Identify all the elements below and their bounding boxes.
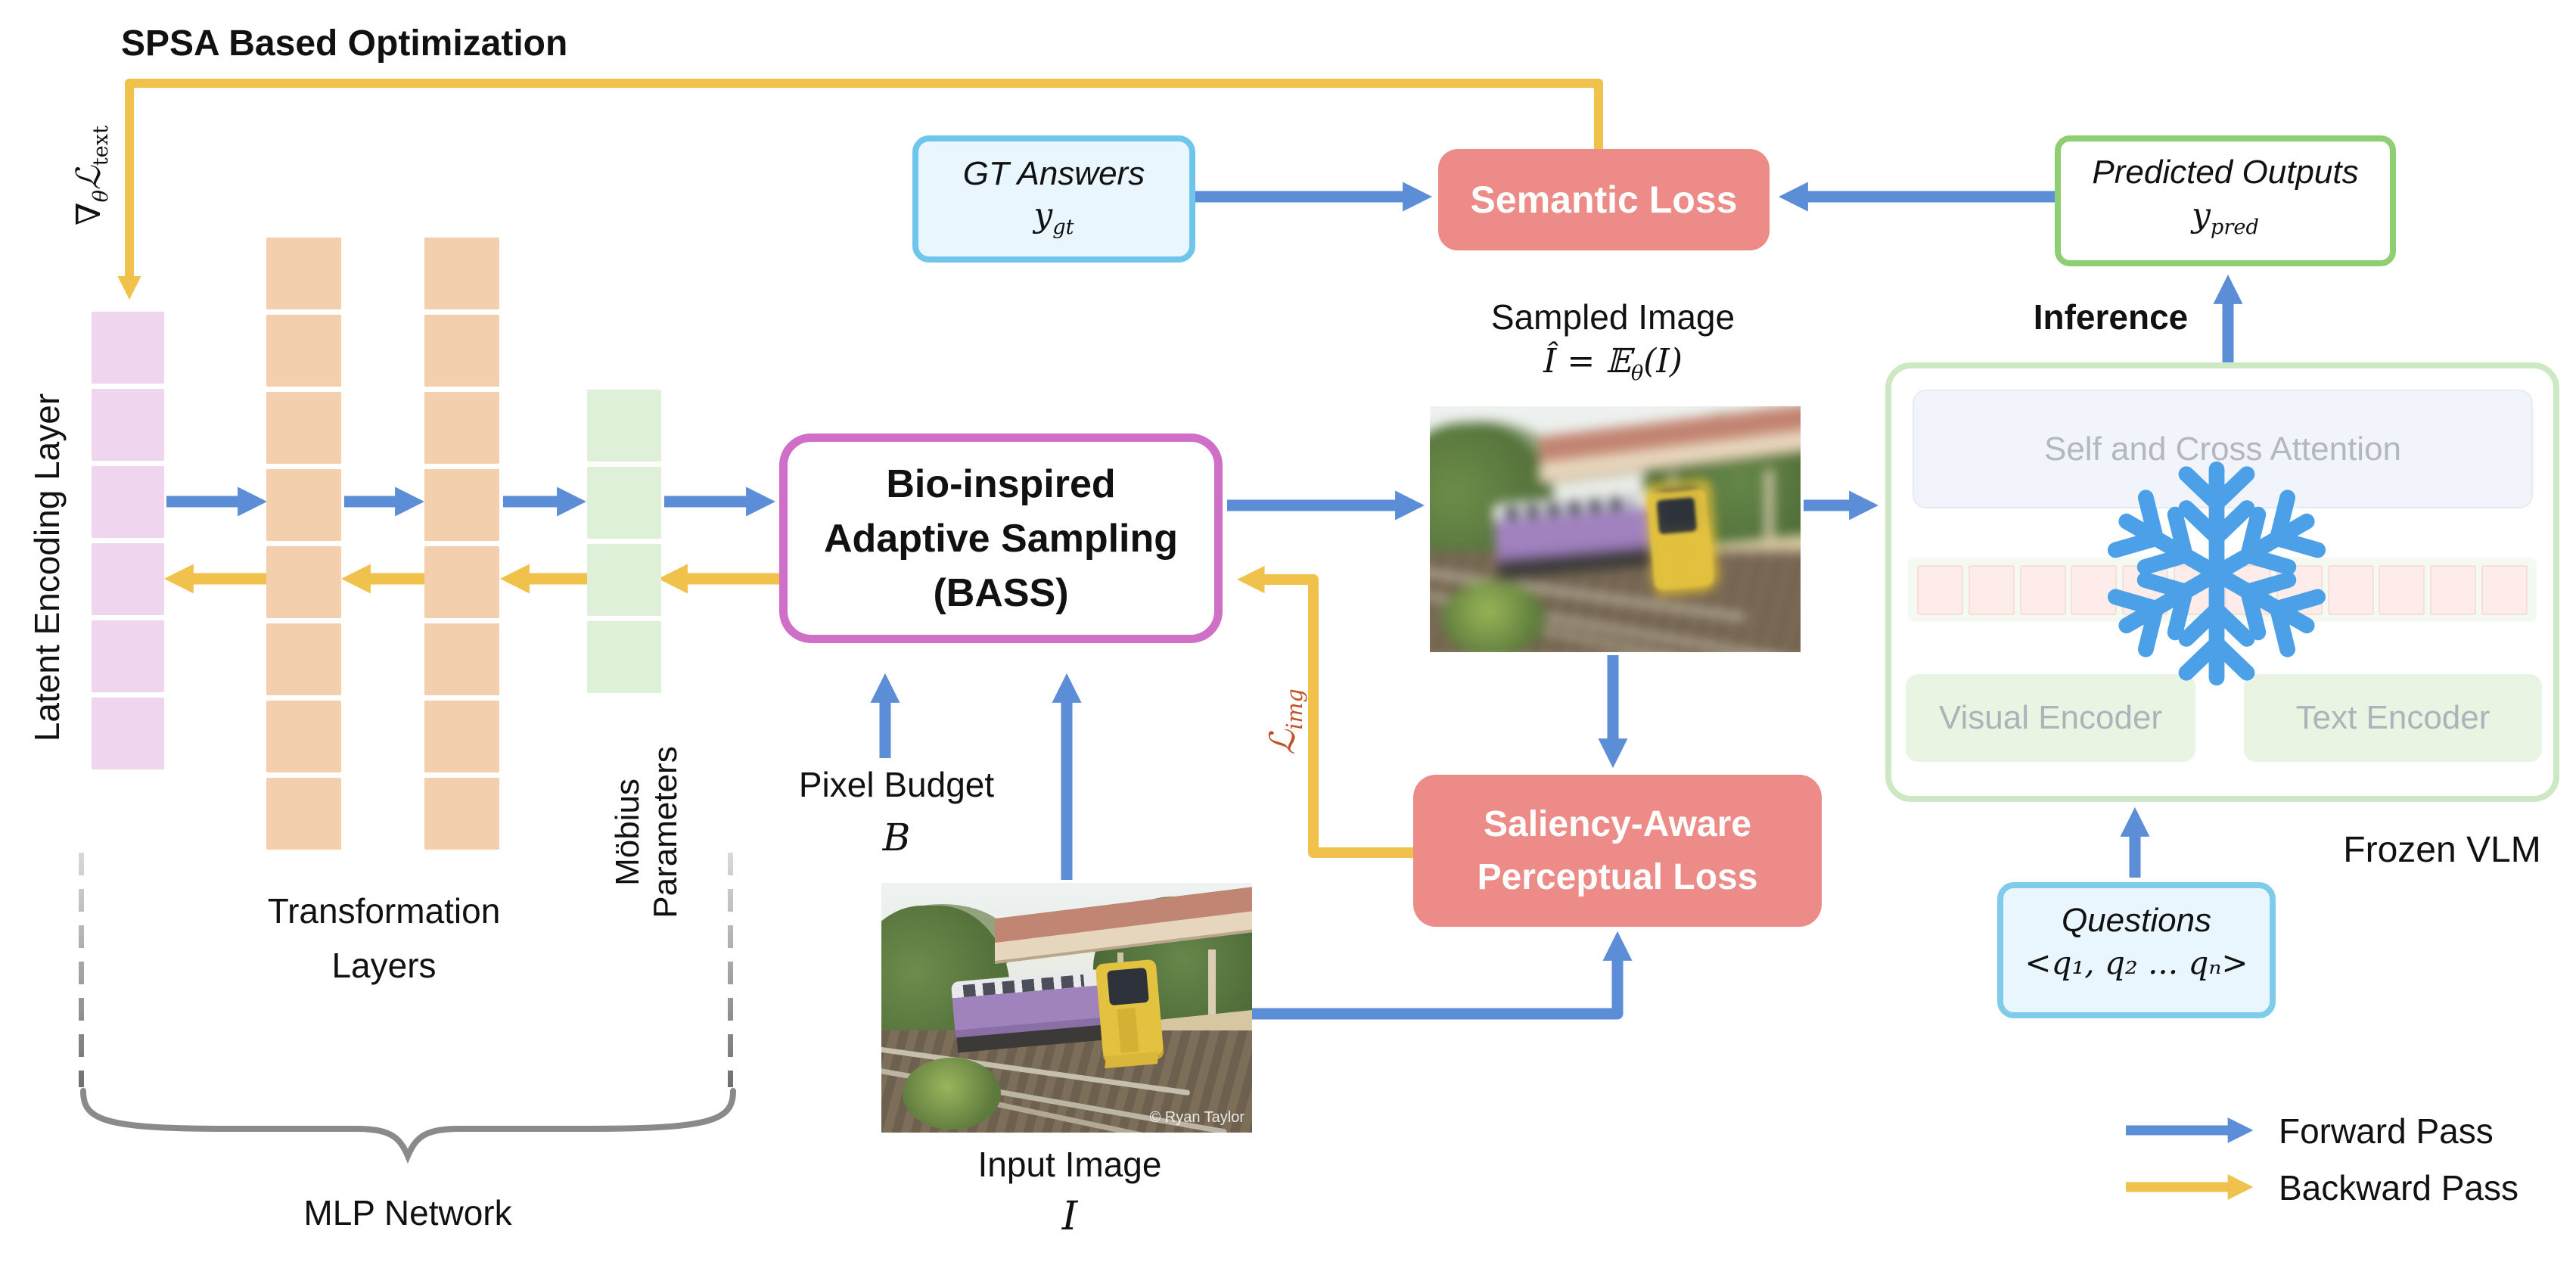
questions-label: Questions <box>2061 902 2212 939</box>
transformation-cell <box>424 701 499 772</box>
bass-line3: (BASS) <box>933 570 1069 615</box>
mobius-cell <box>587 621 661 693</box>
gradient-label: ∇θℒtext <box>70 70 113 281</box>
mlp-bracket-right-dash <box>728 853 733 1087</box>
predicted-outputs-box: Predicted Outputs ypred <box>2055 135 2396 266</box>
latent-cell <box>92 466 164 538</box>
sampled-image-photo <box>1430 406 1801 652</box>
visual-encoder-block: Visual Encoder <box>1906 674 2195 762</box>
token-square <box>2071 564 2118 615</box>
inference-label: Inference <box>2033 297 2189 337</box>
transformation-cell <box>266 238 341 309</box>
sampled-image-label: Sampled Image <box>1490 297 1735 337</box>
transformation-cell <box>424 778 499 850</box>
bass-box: Bio-inspired Adaptive Sampling (BASS) <box>779 434 1223 643</box>
pixel-budget-label: Pixel Budget <box>798 765 995 804</box>
transformation-cell <box>424 546 499 618</box>
transformation-cell <box>266 469 341 541</box>
questions-box: Questions <q₁, q₂ ... qₙ> <box>1997 882 2276 1018</box>
gt-answers-symbol: ygt <box>1033 196 1074 239</box>
forward-arrow-input-to-saliency <box>1252 931 1633 1020</box>
latent-cell <box>92 698 164 769</box>
latent-cell <box>92 620 164 692</box>
transformation-cell <box>266 546 341 618</box>
mlp-brace <box>80 1088 736 1164</box>
mobius-parameters-label: Möbius Parameters <box>609 746 684 918</box>
transformation-cell <box>424 469 499 541</box>
questions-symbol: <q₁, q₂ ... qₙ> <box>2024 944 2248 981</box>
token-square <box>2019 564 2066 615</box>
text-encoder-block: Text Encoder <box>2244 674 2542 762</box>
scene-front-door <box>1117 1008 1139 1053</box>
gt-answers-box: GT Answers ygt <box>912 135 1195 263</box>
transformation-cell <box>266 623 341 695</box>
semantic-loss-box: Semantic Loss <box>1438 149 1770 250</box>
mlp-bracket-left-dash <box>79 853 84 1087</box>
latent-cell <box>92 389 164 461</box>
scene-windshield <box>1107 967 1149 1006</box>
token-square <box>1917 564 1963 615</box>
token-square <box>2327 564 2374 615</box>
scene-pillar-1 <box>1765 469 1773 566</box>
scene-bush <box>1440 580 1546 652</box>
input-image-label: Input Image <box>977 1145 1162 1184</box>
mobius-cell <box>587 467 661 539</box>
transformation-cell <box>424 238 499 309</box>
pixel-budget-symbol: B <box>882 816 911 859</box>
photo-watermark: © Ryan Taylor <box>1149 1109 1244 1126</box>
token-square <box>2481 564 2528 615</box>
transformation-cell <box>266 392 341 464</box>
backward-arrow-semantic-to-latent <box>117 79 1603 300</box>
bass-line2: Adaptive Sampling <box>823 516 1179 561</box>
token-square <box>2430 564 2477 615</box>
legend-forward-label: Forward Pass <box>2279 1111 2494 1151</box>
gradient-sub: text <box>89 125 113 166</box>
sampled-image-formula: Î = 𝔼θ(I) <box>1543 342 1683 385</box>
l-img-label: ℒimg <box>1262 688 1308 755</box>
latent-cell <box>92 543 164 615</box>
latent-encoding-layer-label: Latent Encoding Layer <box>27 393 67 742</box>
scene-pillar-1 <box>1208 949 1216 1040</box>
transformation-cell <box>266 778 341 850</box>
transformation-cell <box>266 701 341 772</box>
transformation-cell <box>424 623 499 695</box>
transformation-cell <box>424 315 499 387</box>
input-image-symbol: I <box>1061 1194 1078 1239</box>
token-square <box>2379 564 2425 615</box>
transformation-cell <box>424 392 499 464</box>
snowflake-icon <box>2107 462 2326 685</box>
gradient-theta: θ <box>89 190 113 203</box>
page-title: SPSA Based Optimization <box>121 23 568 64</box>
scene-bush <box>903 1058 1001 1130</box>
frozen-vlm-label: Frozen VLM <box>2343 830 2541 870</box>
transformation-cell <box>266 315 341 387</box>
mlp-network-label: MLP Network <box>303 1193 512 1232</box>
token-square <box>1968 564 2015 615</box>
mobius-cell <box>587 390 661 462</box>
legend-backward-label: Backward Pass <box>2279 1168 2519 1207</box>
nabla-symbol: ∇ <box>70 202 108 226</box>
bass-line1: Bio-inspired <box>886 462 1116 506</box>
sampled-focus-patch <box>1646 488 1714 591</box>
mobius-cell <box>587 544 661 616</box>
input-image-photo: © Ryan Taylor <box>881 883 1252 1133</box>
saliency-loss-box: Saliency-Aware Perceptual Loss <box>1413 775 1822 927</box>
predicted-outputs-label: Predicted Outputs <box>2092 154 2359 191</box>
gt-answers-label: GT Answers <box>962 155 1145 192</box>
latent-cell <box>92 312 164 384</box>
predicted-outputs-symbol: ypred <box>2192 196 2259 239</box>
transformation-layers-label: Transformation Layers <box>267 891 501 985</box>
gradient-loss: ℒ <box>70 166 108 190</box>
